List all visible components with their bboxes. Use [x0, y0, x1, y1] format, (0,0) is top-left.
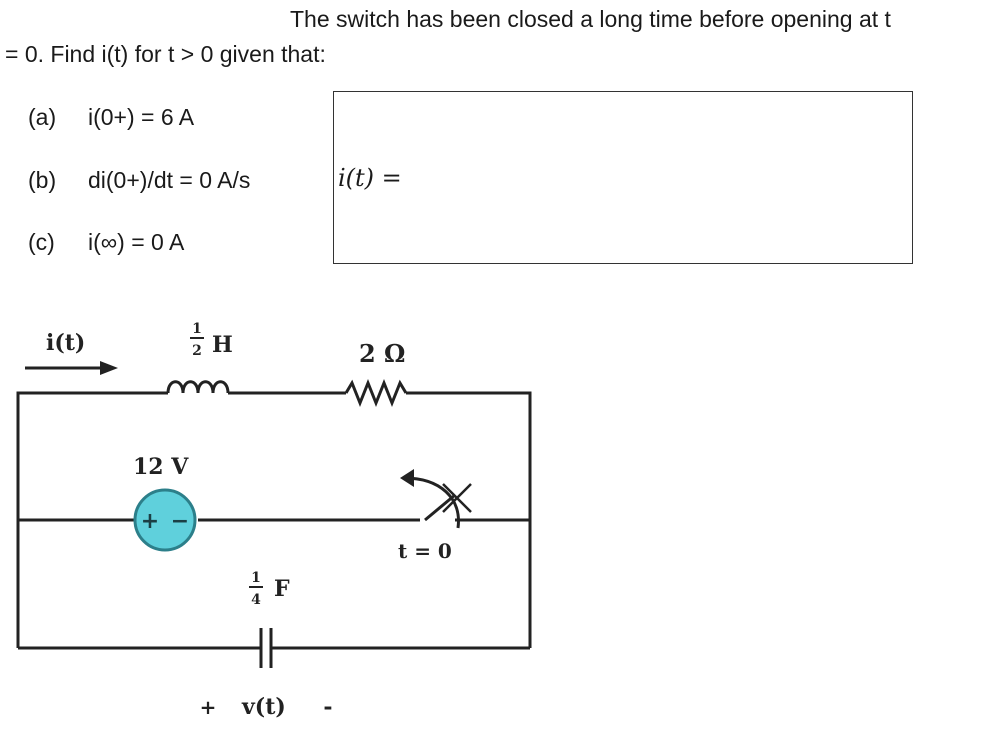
top-branch-wire: [16, 378, 532, 648]
given-b: (b) di(0+)/dt = 0 A/s: [28, 166, 250, 194]
voltage-plus: +: [200, 695, 217, 719]
inductor-value-numerator: 1: [192, 321, 202, 337]
resistor-value: 2 Ω: [359, 339, 405, 368]
given-c-text: i(∞) = 0 A: [88, 229, 185, 255]
capacitor-value-numerator: 1: [251, 570, 261, 586]
inductor-unit: H: [212, 332, 233, 358]
voltage-label: v(t): [241, 694, 286, 720]
given-c: (c) i(∞) = 0 A: [28, 228, 184, 256]
resistor-symbol: [344, 378, 408, 408]
middle-branch-wire: [18, 476, 530, 529]
given-b-label: (b): [28, 167, 57, 193]
voltage-minus: -: [323, 694, 332, 720]
source-minus-sign: −: [171, 509, 189, 534]
capacitor-unit: F: [274, 576, 290, 602]
given-b-text: di(0+)/dt = 0 A/s: [88, 167, 251, 193]
given-c-label: (c): [28, 229, 55, 255]
source-plus-sign: +: [141, 509, 159, 534]
answer-label: i(t) =: [338, 164, 402, 192]
inductor-symbol: [166, 380, 230, 394]
bottom-branch-wire: [18, 628, 530, 668]
answer-input-box[interactable]: i(t) =: [333, 91, 913, 264]
voltage-source: [133, 488, 197, 552]
source-value: 12 V: [133, 454, 189, 480]
capacitor-value-denominator: 4: [251, 592, 261, 608]
given-a: (a) i(0+) = 6 A: [28, 103, 194, 131]
given-a-text: i(0+) = 6 A: [88, 104, 195, 130]
switch-blade: [424, 493, 456, 522]
switch-arrow-head: [400, 469, 414, 487]
given-a-label: (a): [28, 104, 57, 130]
switch-label: t = 0: [398, 539, 452, 563]
switch-arc: [403, 476, 460, 529]
problem-text-line-1: The switch has been closed a long time b…: [290, 6, 891, 32]
inductor-value-denominator: 2: [192, 343, 202, 359]
problem-text-line-2: = 0. Find i(t) for t > 0 given that:: [5, 41, 326, 67]
current-label: i(t): [46, 330, 85, 356]
current-arrow: [25, 361, 118, 375]
